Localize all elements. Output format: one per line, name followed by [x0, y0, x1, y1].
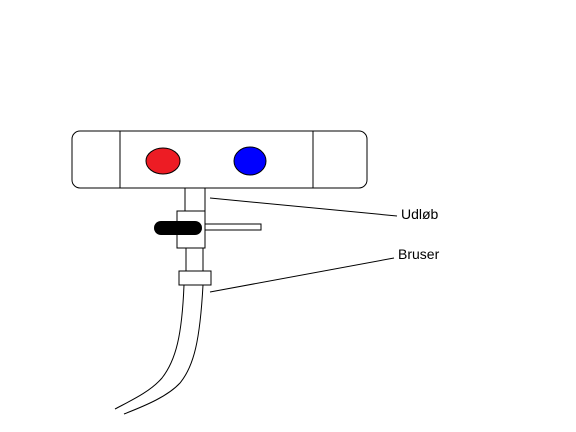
- hot-water-knob: [145, 147, 181, 175]
- diverter-lever: [154, 221, 202, 235]
- shower-label: Bruser: [398, 246, 440, 262]
- mixer-housing: [71, 130, 368, 189]
- hose-connector: [178, 270, 212, 286]
- mixer-body: [71, 130, 368, 189]
- outlet-label: Udløb: [401, 206, 439, 222]
- shower-hose-right-edge: [123, 284, 204, 415]
- shower-leader-line: [209, 257, 395, 293]
- diverter-rod: [204, 223, 262, 231]
- outlet-spout: [184, 187, 206, 213]
- shower-hose-left-edge: [114, 284, 185, 410]
- cold-water-knob: [233, 146, 267, 176]
- outlet-leader-line: [209, 197, 398, 217]
